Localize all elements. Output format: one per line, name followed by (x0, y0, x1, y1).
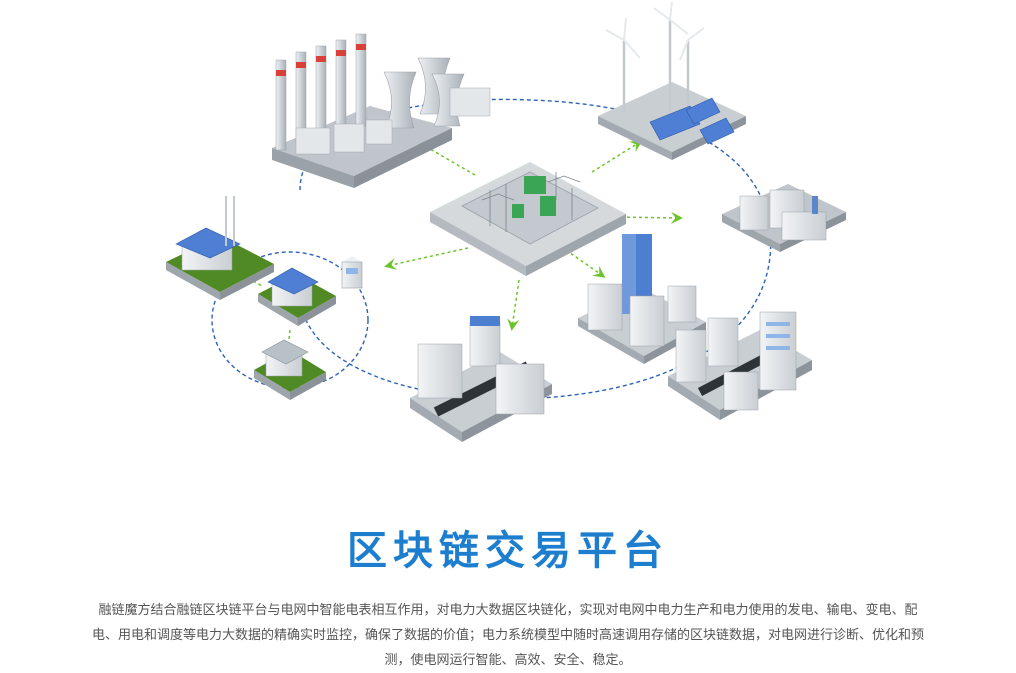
office-buildings-b (668, 311, 812, 420)
house-solar-small (258, 267, 336, 326)
energy-network-diagram (166, 1, 846, 442)
description: 融链魔方结合融链区块链平台与电网中智能电表相互作用，对电力大数据区块链化，实现对… (0, 598, 1016, 673)
wind-solar-farm (598, 1, 746, 160)
central-platform (430, 162, 626, 276)
page-title: 区块链交易平台 (347, 527, 669, 574)
thermal-power-plant (272, 33, 491, 188)
description-line-2: 电、用电和调度等电力大数据的精确实时监控，确保了数据的价值；电力系统模型中随时高… (91, 628, 924, 643)
smart-meter (341, 256, 363, 289)
house-small (254, 339, 326, 400)
residential-block (410, 316, 552, 442)
office-buildings-a (578, 234, 706, 364)
house-solar-large (166, 196, 274, 300)
substation (722, 184, 846, 252)
description-line-3: 测，使电网运行智能、高效、安全、稳定。 (384, 653, 632, 668)
description-line-1: 融链魔方结合融链区块链平台与电网中智能电表相互作用，对电力大数据区块链化，实现对… (98, 603, 918, 618)
